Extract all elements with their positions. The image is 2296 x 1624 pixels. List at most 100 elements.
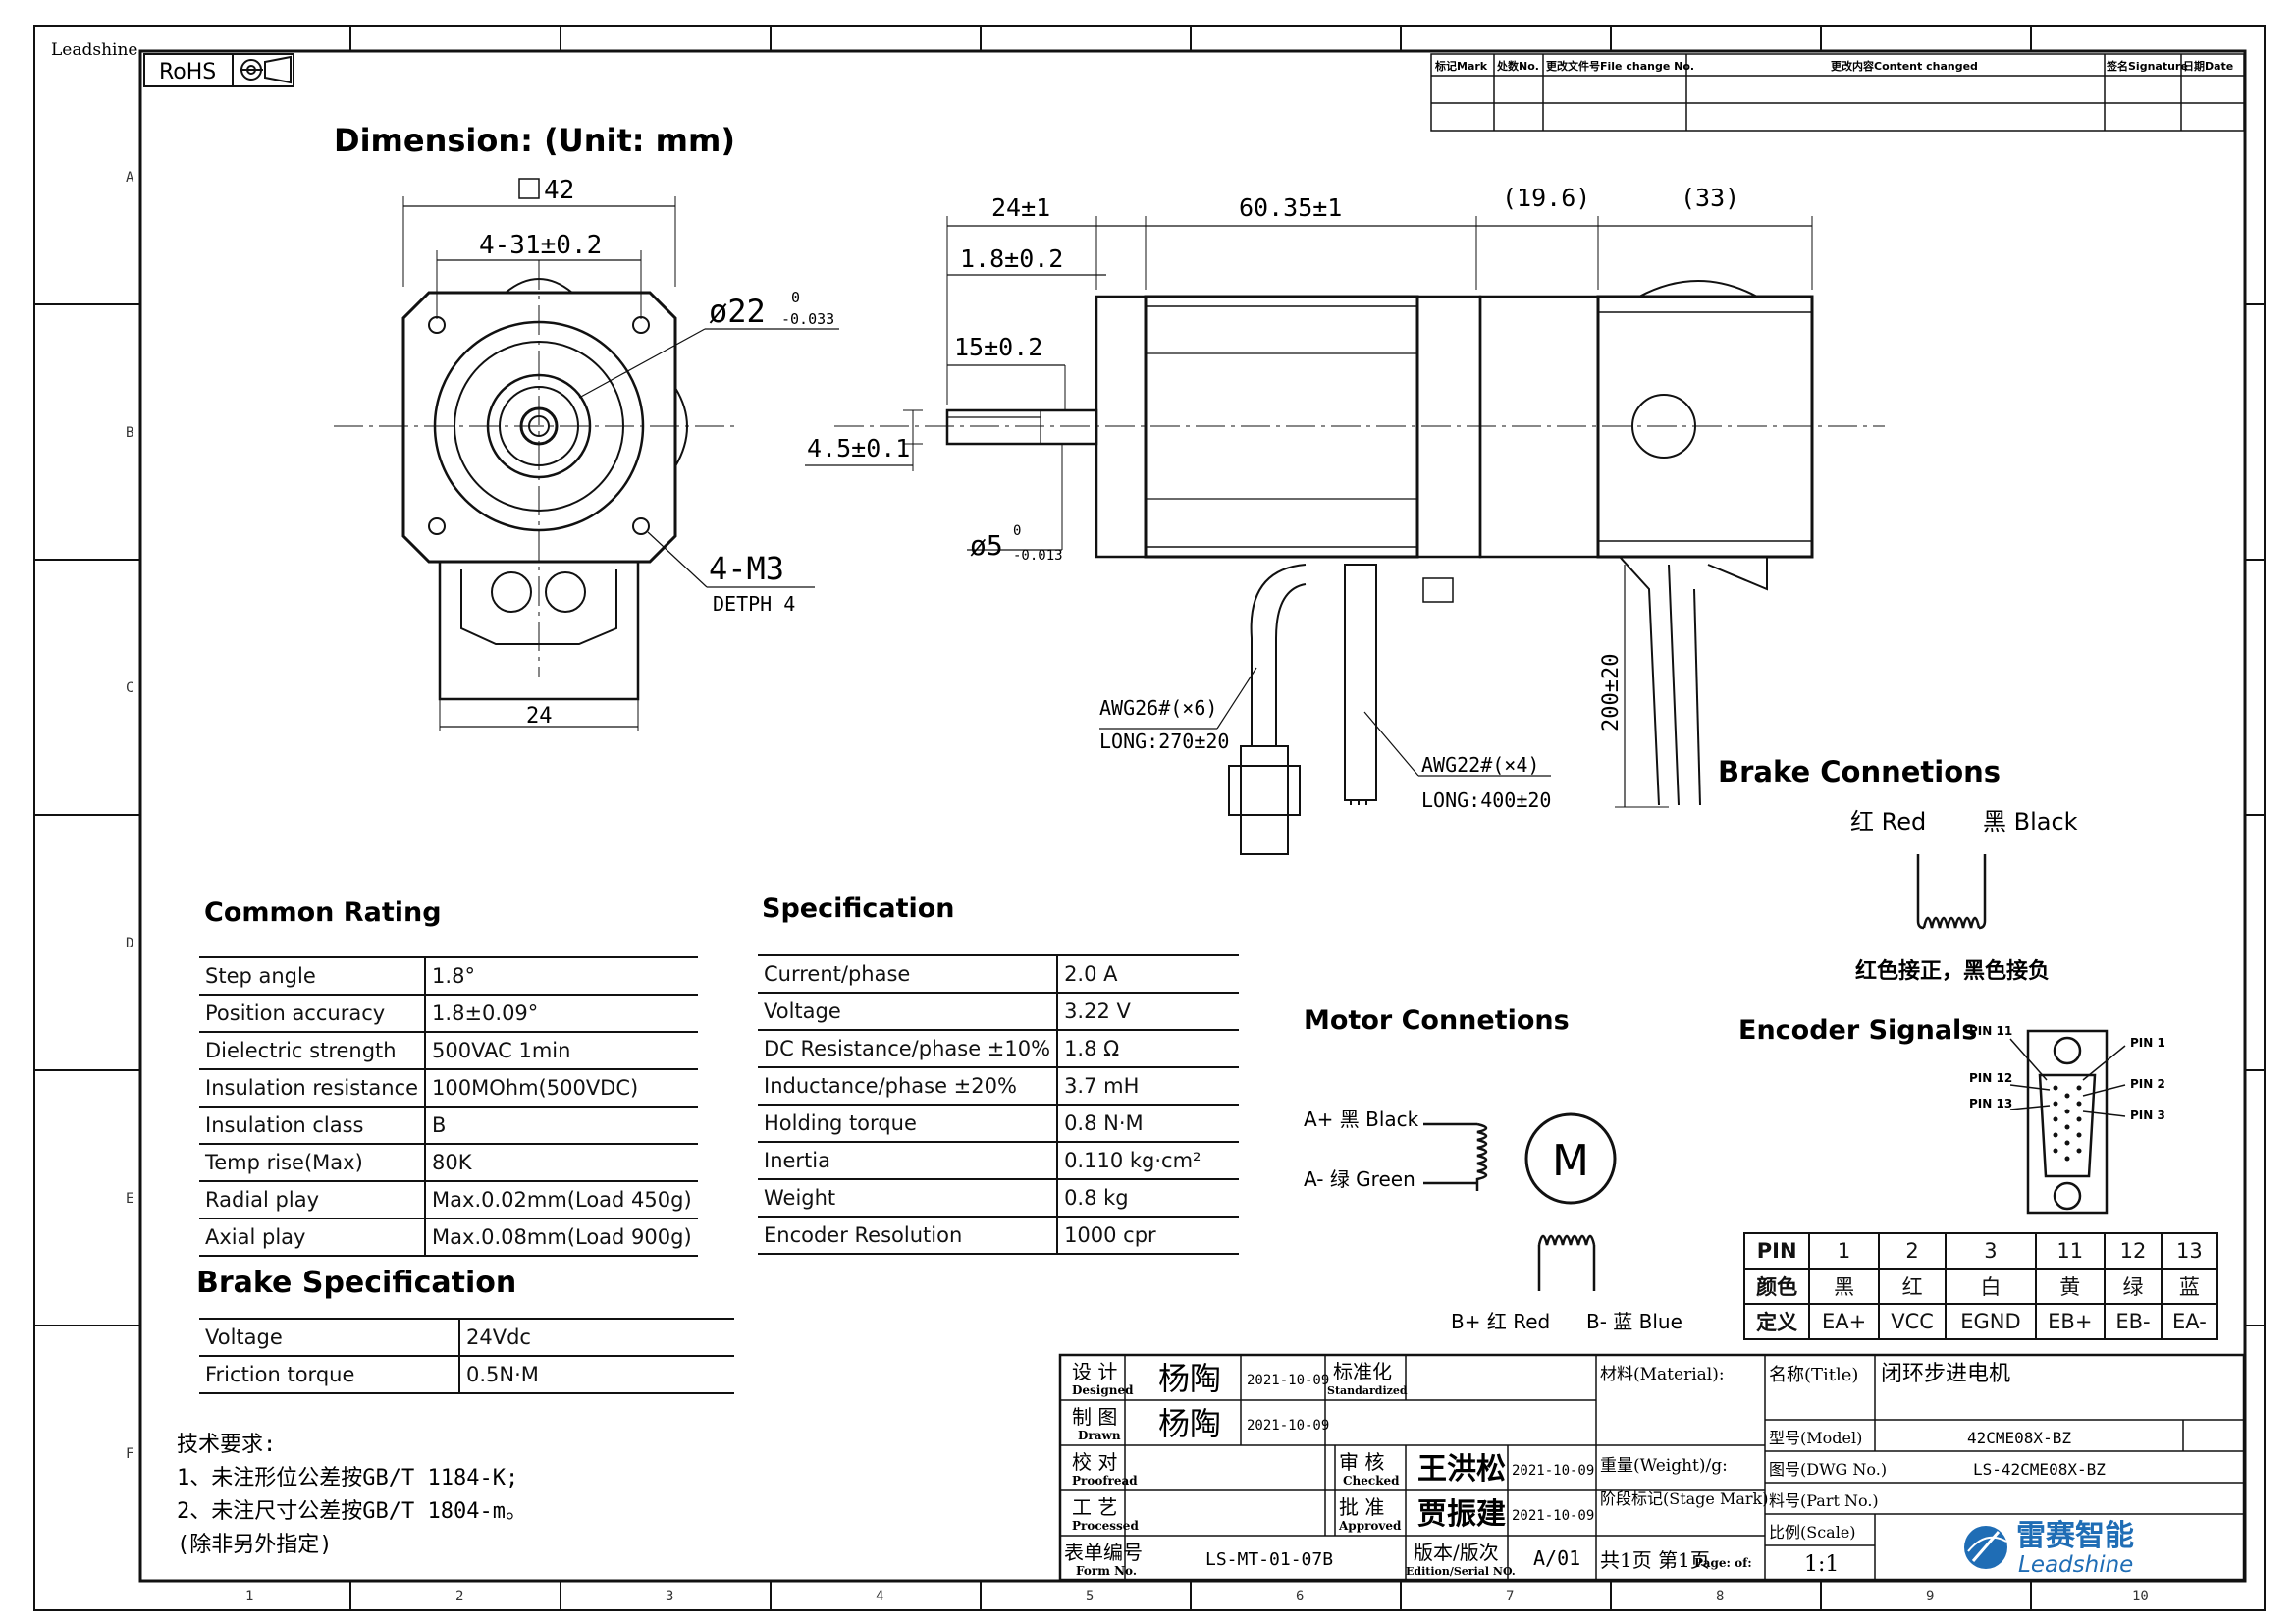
row-label: F: [126, 1446, 133, 1462]
row-value: Max.0.08mm(Load 900g): [425, 1218, 698, 1257]
tb-dwg-value: LS-42CME08X-BZ: [1973, 1460, 2106, 1479]
row-value: 3.22 V: [1057, 993, 1239, 1031]
col-label: 2: [455, 1589, 463, 1604]
tb-checker: 王洪松: [1417, 1452, 1506, 1487]
tb-part-label: 料号(Part No.): [1769, 1491, 1879, 1510]
pin-cell: 12: [2104, 1232, 2163, 1270]
tb-approver: 贾振建: [1417, 1497, 1506, 1532]
row-value: 2.0 A: [1057, 954, 1239, 994]
tb-designed-en: Designed: [1072, 1383, 1134, 1397]
tb-page-of: Page: of:: [1694, 1556, 1752, 1570]
tb-date4: 2021-10-09: [1512, 1508, 1594, 1524]
front-view: [334, 178, 839, 731]
side-view: [805, 216, 1885, 855]
dim-square: 42: [544, 176, 574, 205]
dim-connector-width: 24: [526, 704, 553, 729]
rev-content-header: 更改内容Content changed: [1831, 59, 1978, 73]
dim-body-len: 60.35±1: [1239, 193, 1342, 222]
pin-cell: EA-: [2160, 1303, 2219, 1340]
tb-checked-cn: 审 核: [1339, 1450, 1384, 1474]
pin-cell: 定义: [1742, 1303, 1811, 1340]
row-value: 0.110 kg·cm²: [1057, 1142, 1239, 1180]
dim-shaft-tol-upper: 0: [1013, 523, 1021, 539]
col-label: 6: [1296, 1589, 1304, 1604]
brake-black-label: 黑 Black: [1983, 808, 2078, 836]
motor-coil-b-icon: [1537, 1234, 1596, 1291]
tb-drawn-en: Drawn: [1078, 1429, 1121, 1442]
tb-date3: 2021-10-09: [1512, 1463, 1594, 1479]
enc-wire-len: LONG:270±20: [1099, 730, 1229, 753]
brake-note: 红色接正，黑色接负: [1855, 958, 2050, 984]
dim-lead-len: 200±20: [1599, 654, 1624, 731]
tb-std-en: Standardized: [1327, 1384, 1408, 1397]
col-label: 8: [1716, 1589, 1724, 1604]
pin-cell: 1: [1808, 1232, 1880, 1270]
pin-cell: EB-: [2104, 1303, 2163, 1340]
logo-en: Leadshine: [2018, 1552, 2133, 1578]
specification-title: Specification: [762, 893, 955, 924]
corner-text: Leadshine: [51, 40, 138, 60]
row-value: 100MOhm(500VDC): [425, 1069, 698, 1108]
motor-a-plus: A+ 黑 Black: [1304, 1108, 1419, 1131]
leadshine-logo-icon: [1964, 1526, 2007, 1569]
dim-shaft-tol-lower: -0.013: [1013, 548, 1063, 564]
motor-a-minus: A- 绿 Green: [1304, 1167, 1415, 1191]
pin-cell: 11: [2034, 1232, 2107, 1270]
row-key: Insulation resistance: [199, 1069, 427, 1108]
tb-approved-en: Approved: [1338, 1519, 1402, 1533]
tb-designed-cn: 设 计: [1072, 1360, 1117, 1383]
tb-form-en: Form No.: [1076, 1564, 1137, 1578]
dim-depth: DETPH 4: [713, 592, 795, 616]
pin-cell: VCC: [1877, 1303, 1948, 1340]
pin-cell: 蓝: [2160, 1268, 2219, 1305]
row-key: Position accuracy: [199, 995, 427, 1033]
row-key: Voltage: [758, 993, 1059, 1031]
pin1-label: PIN 1: [2130, 1036, 2165, 1050]
motor-b-minus: B- 蓝 Blue: [1586, 1310, 1682, 1333]
tb-edition: A/01: [1533, 1546, 1580, 1570]
tb-processed-cn: 工 艺: [1072, 1495, 1117, 1519]
pin3-label: PIN 3: [2130, 1109, 2165, 1122]
row-key: Voltage: [199, 1318, 460, 1357]
dim-flange-thk: 1.8±0.2: [960, 244, 1063, 273]
dim-brake-len: (33): [1681, 184, 1739, 212]
motor-wire-len: LONG:400±20: [1421, 788, 1551, 812]
rev-mark-header: 标记Mark: [1434, 59, 1488, 73]
pin-cell: EA+: [1808, 1303, 1880, 1340]
row-key: Friction torque: [199, 1356, 460, 1394]
brake-red-label: 红 Red: [1850, 808, 1926, 836]
projection-symbol-icon: [240, 55, 292, 84]
row-key: Inductance/phase ±20%: [758, 1067, 1059, 1106]
pin-cell: 13: [2160, 1232, 2219, 1270]
row-label: C: [126, 680, 133, 696]
tb-dwg-label: 图号(DWG No.): [1769, 1460, 1887, 1479]
tb-designer: 杨陶: [1158, 1360, 1221, 1397]
row-key: Dielectric strength: [199, 1032, 427, 1070]
tb-approved-cn: 批 准: [1339, 1495, 1384, 1519]
motor-wire-label: AWG22#(×4): [1421, 753, 1539, 777]
dim-bolt-pitch: 4-31±0.2: [479, 231, 602, 260]
motor-coil-a-icon: [1423, 1122, 1488, 1191]
row-label: D: [126, 936, 133, 951]
row-value: 1.8 Ω: [1057, 1030, 1239, 1068]
tb-drawer: 杨陶: [1158, 1405, 1221, 1442]
tb-pages: 共1页 第1页: [1600, 1548, 1710, 1572]
row-value: 24Vdc: [459, 1318, 734, 1357]
row-key: Radial play: [199, 1181, 427, 1219]
tb-material: 材料(Material):: [1600, 1365, 1725, 1384]
row-value: 3.7 mH: [1057, 1067, 1239, 1106]
pin2-label: PIN 2: [2130, 1077, 2165, 1091]
col-label: 5: [1086, 1589, 1094, 1604]
motor-symbol-label: M: [1552, 1136, 1589, 1186]
row-value: 0.8 N·M: [1057, 1105, 1239, 1143]
pin-cell: 黑: [1808, 1268, 1880, 1305]
dim-shaft-dia: ø5: [970, 529, 1003, 562]
pin-cell: 红: [1877, 1268, 1948, 1305]
